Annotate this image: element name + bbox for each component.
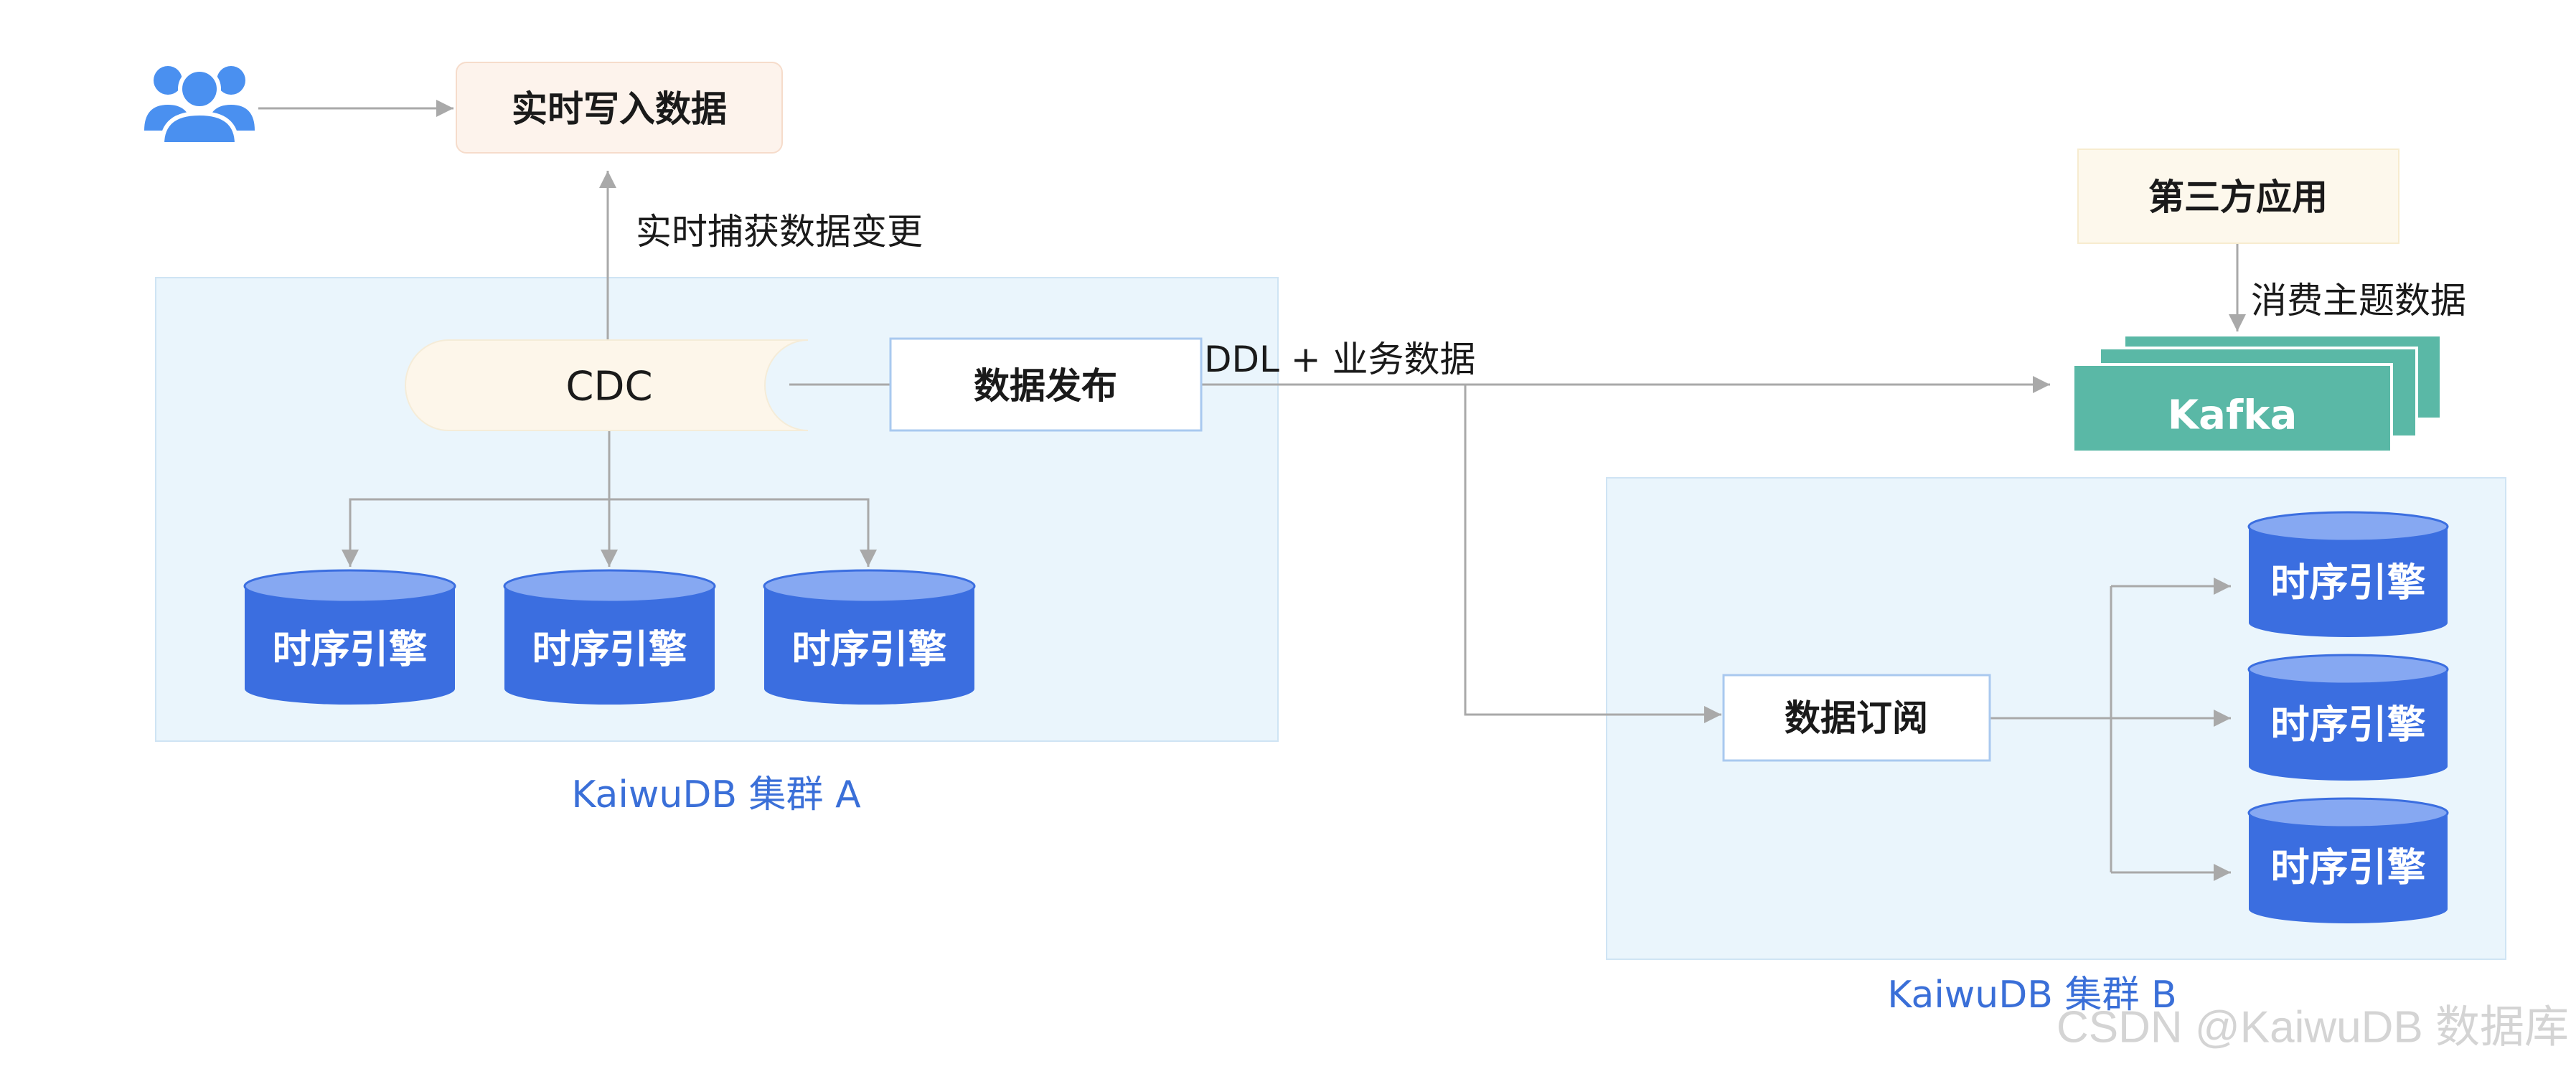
cluster-a-engine-2: 时序引擎 [503, 569, 716, 705]
engine-cylinder-top [503, 569, 716, 603]
subscribe-box: 数据订阅 [1722, 674, 1991, 762]
cdc-to-engine-3-arrow [609, 498, 877, 567]
engine-cylinder-top [763, 569, 976, 603]
cdc-to-engine-1-arrow [342, 498, 609, 567]
engine-cylinder-body [2249, 813, 2448, 924]
realtime-write-box-label: 实时写入数据 [512, 88, 727, 130]
cdc-node-shape [405, 339, 809, 431]
third-party-app-box: 第三方应用 [2077, 149, 2399, 244]
engine-cylinder-top [2247, 511, 2449, 542]
realtime-write-box-shape [456, 62, 783, 154]
kafka-node: Kafka [2072, 334, 2443, 453]
cdc-node: CDC [405, 339, 809, 431]
watermark: CSDN @KaiwuDB 数据库 [2056, 1003, 2569, 1052]
publish-box-label: 数据发布 [974, 365, 1117, 407]
cluster-b-label: KaiwuDB 集群 B [1887, 974, 2176, 1017]
realtime-write-box: 实时写入数据 [456, 62, 783, 154]
engine-label: 时序引擎 [2271, 702, 2426, 748]
kafka-label: Kafka [2168, 392, 2298, 439]
third-party-app-box-shape [2077, 149, 2399, 244]
cdc-capture-label: 实时捕获数据变更 [636, 211, 923, 253]
cluster-b-engine-3: 时序引擎 [2247, 797, 2449, 924]
third-party-app-label: 第三方应用 [2148, 176, 2328, 218]
subscribe-box-label: 数据订阅 [1785, 697, 1928, 739]
engine-label: 时序引擎 [273, 627, 428, 672]
publish-box: 数据发布 [889, 337, 1203, 432]
cluster-a-engine-3: 时序引擎 [763, 569, 976, 705]
engine-label: 时序引擎 [792, 627, 947, 672]
users-icon-head-front [178, 67, 221, 110]
kafka-layer-front [2072, 363, 2393, 453]
users-icon-head-right [217, 66, 245, 95]
engine-cylinder-top [2247, 797, 2449, 829]
cluster-a-engine-1: 时序引擎 [243, 569, 456, 705]
users-icon-body-front [159, 110, 240, 146]
engine-label: 时序引擎 [2271, 845, 2426, 890]
cluster-a-label: KaiwuDB 集群 A [571, 773, 861, 816]
users-icon [144, 66, 255, 146]
consume-topic-label: 消费主题数据 [2251, 280, 2466, 321]
publish-to-subscribe-arrow [1464, 385, 1721, 723]
engine-cylinder-top [243, 569, 456, 603]
ddl-business-data-label: DDL + 业务数据 [1204, 339, 1476, 380]
publish-box-shape [889, 337, 1203, 432]
subscribe-box-shape [1722, 674, 1991, 762]
engine-label: 时序引擎 [2271, 560, 2426, 606]
engine-cylinder-top [2247, 654, 2449, 685]
engine-label: 时序引擎 [532, 627, 687, 672]
engine-cylinder-body [764, 586, 974, 705]
engine-cylinder-body [504, 586, 715, 705]
engine-cylinder-body [2249, 669, 2448, 781]
cluster-b-engine-2: 时序引擎 [2247, 654, 2449, 781]
engine-cylinder-body [245, 586, 455, 705]
cdc-node-label: CDC [565, 364, 652, 410]
users-icon-head-left [154, 66, 182, 95]
cluster-b-engine-1: 时序引擎 [2247, 511, 2449, 637]
engine-cylinder-body [2249, 527, 2448, 637]
